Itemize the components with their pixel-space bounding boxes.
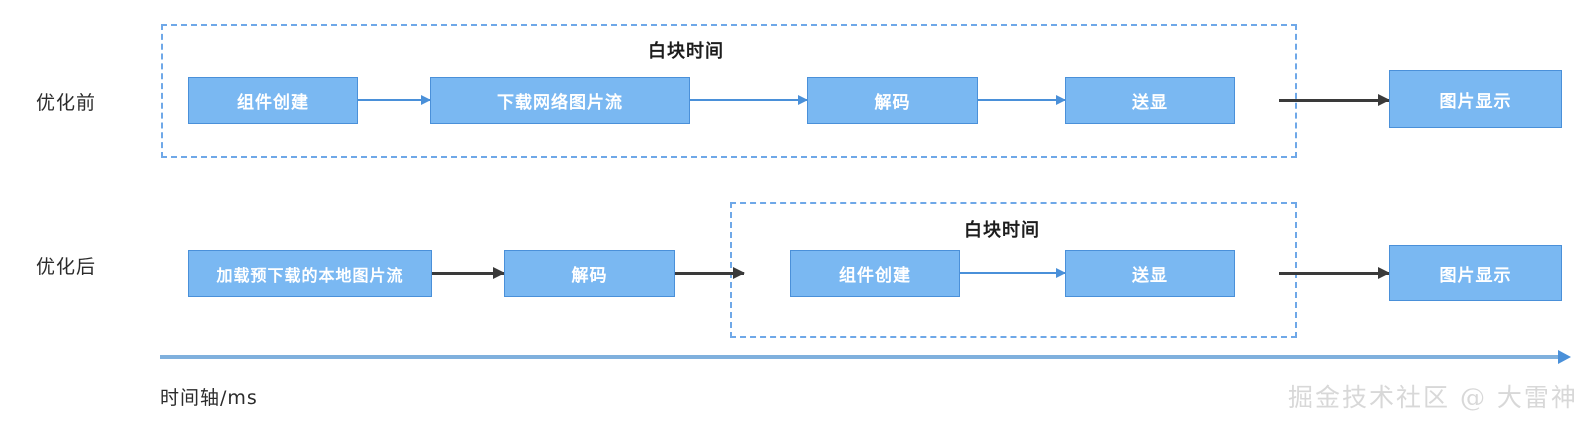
process-box-image-display-before[interactable]: 图片显示 (1389, 70, 1562, 128)
arrowhead-icon (1378, 267, 1390, 280)
process-box-image-display-after[interactable]: 图片显示 (1389, 245, 1562, 301)
timeline-axis-label: 时间轴/ms (160, 387, 258, 409)
row-label-after: 优化后 (36, 256, 97, 278)
arrowhead-icon (1056, 268, 1066, 278)
process-box-submit-display-after[interactable]: 送显 (1065, 250, 1235, 297)
arrowhead-icon (1558, 350, 1571, 364)
region-caption-before: 白块时间 (648, 41, 724, 62)
region-caption-after: 白块时间 (964, 220, 1040, 241)
arrowhead-icon (421, 95, 431, 105)
process-box-download-network-image-stream[interactable]: 下载网络图片流 (430, 77, 690, 124)
dashed-region-before (161, 24, 1297, 158)
process-box-decode-before[interactable]: 解码 (807, 77, 978, 124)
arrowhead-icon (798, 95, 808, 105)
dashed-region-after (730, 202, 1297, 338)
connector-a3-a4 (960, 268, 1066, 278)
arrowhead-icon (1378, 94, 1390, 107)
process-box-component-create-before[interactable]: 组件创建 (188, 77, 358, 124)
connector-b2-b3 (690, 95, 808, 105)
watermark: 掘金技术社区 @ 大雷神 (1288, 383, 1578, 412)
arrowhead-icon (733, 267, 745, 280)
process-box-load-predownloaded-local-image-stream[interactable]: 加载预下载的本地图片流 (188, 250, 432, 297)
connector-a4-a5 (1279, 267, 1390, 280)
arrowhead-icon (493, 267, 505, 280)
connector-a1-a2 (432, 267, 505, 280)
connector-a2-a3 (675, 267, 745, 280)
process-box-component-create-after[interactable]: 组件创建 (790, 250, 960, 297)
process-box-decode-after[interactable]: 解码 (504, 250, 675, 297)
arrowhead-icon (1056, 95, 1066, 105)
process-box-submit-display-before[interactable]: 送显 (1065, 77, 1235, 124)
row-label-before: 优化前 (36, 92, 97, 114)
connector-b4-b5 (1279, 94, 1390, 107)
connector-b1-b2 (358, 95, 431, 105)
timeline-axis (160, 350, 1571, 364)
connector-b3-b4 (978, 95, 1066, 105)
